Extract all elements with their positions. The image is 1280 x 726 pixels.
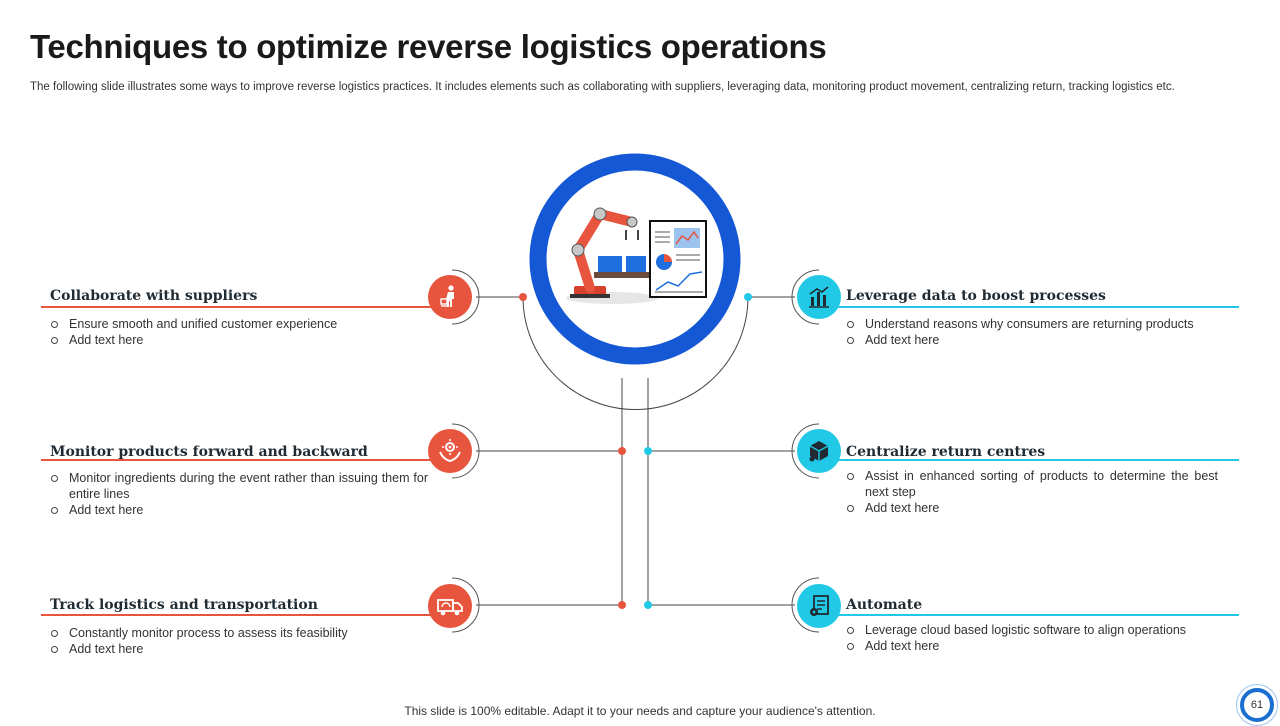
bullet-item: Leverage cloud based logistic software t…: [846, 622, 1216, 638]
connector-dot-red: [618, 601, 626, 609]
delivery-person-icon: [428, 275, 472, 319]
bullet-item: Add text here: [50, 502, 428, 518]
connector-dot-red: [618, 447, 626, 455]
hands-gear-icon: [428, 429, 472, 473]
connector-dot-cyan: [644, 601, 652, 609]
bullet-item: Assist in enhanced sorting of products t…: [846, 468, 1218, 500]
item-centralize-returns: Centralize return centres Assist in enha…: [846, 444, 1218, 516]
bullet-item: Ensure smooth and unified customer exper…: [50, 316, 432, 332]
automation-document-gear-icon: [797, 584, 841, 628]
bullet-item: Add text here: [50, 641, 432, 657]
page-title: Techniques to optimize reverse logistics…: [30, 28, 827, 65]
bullet-item: Constantly monitor process to assess its…: [50, 625, 432, 641]
footer-note: This slide is 100% editable. Adapt it to…: [404, 704, 876, 718]
bullet-item: Add text here: [846, 638, 1216, 654]
item-automate: Automate Leverage cloud based logistic s…: [846, 597, 1216, 654]
bullet-item: Understand reasons why consumers are ret…: [846, 316, 1216, 332]
connector-dot-cyan: [744, 293, 752, 301]
item-collaborate-suppliers: Collaborate with suppliers Ensure smooth…: [50, 288, 432, 348]
delivery-truck-icon: [428, 584, 472, 628]
hub-outer-arc: [522, 296, 749, 410]
item-heading: Leverage data to boost processes: [846, 288, 1106, 304]
package-cube-icon: [797, 429, 841, 473]
connector-dot-red: [519, 293, 527, 301]
robot-arm-dashboard-icon: [566, 207, 707, 304]
item-heading: Automate: [846, 597, 923, 613]
page-number: 61: [1250, 699, 1264, 711]
bullet-item: Add text here: [50, 332, 432, 348]
item-heading: Collaborate with suppliers: [50, 288, 258, 304]
item-heading: Monitor products forward and backward: [50, 444, 368, 460]
item-track-logistics: Track logistics and transportation Const…: [50, 597, 432, 657]
item-heading: Track logistics and transportation: [50, 597, 318, 613]
item-heading: Centralize return centres: [846, 444, 1046, 460]
connector-dot-cyan: [644, 447, 652, 455]
page-subtitle: The following slide illustrates some way…: [30, 81, 1175, 93]
bullet-item: Add text here: [846, 500, 1218, 516]
item-leverage-data: Leverage data to boost processes Underst…: [846, 288, 1216, 348]
data-chart-icon: [797, 275, 841, 319]
item-monitor-products: Monitor products forward and backward Mo…: [50, 444, 428, 518]
page-number-badge: 61: [1236, 684, 1278, 726]
bullet-item: Monitor ingredients during the event rat…: [50, 470, 428, 502]
bullet-item: Add text here: [846, 332, 1216, 348]
